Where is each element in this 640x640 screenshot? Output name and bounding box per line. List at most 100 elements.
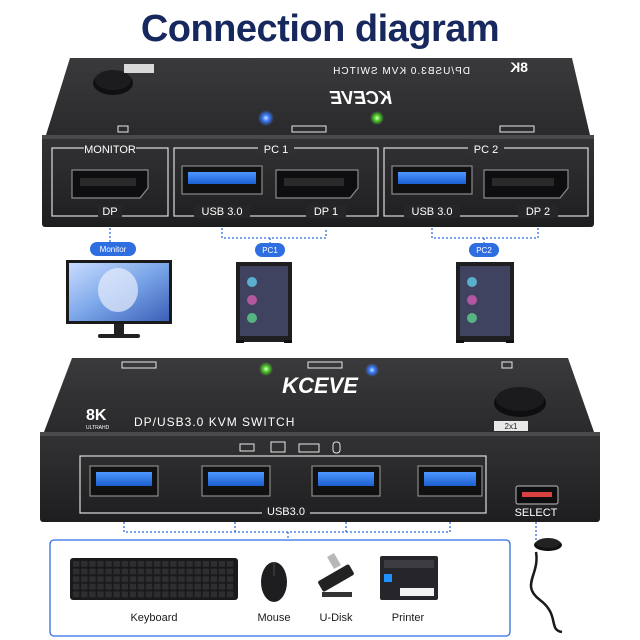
keyboard-key — [178, 591, 185, 598]
keyboard-key — [178, 576, 185, 582]
dp-port-pc1[interactable] — [275, 169, 359, 199]
device-tray — [49, 539, 511, 637]
keyboard-key — [170, 576, 177, 582]
keyboard-key — [226, 576, 234, 582]
keyboard-key — [129, 561, 137, 567]
usb-port-3[interactable] — [311, 465, 381, 497]
monitor-illustration — [66, 260, 172, 338]
led-green-indicator — [259, 362, 273, 376]
keyboard-key — [210, 576, 218, 582]
keyboard-key — [121, 576, 128, 582]
kvm-switch-rear: DP/USB3.0 KVM SWITCH 8K KCEVE MONITOR PC… — [42, 58, 594, 227]
keyboard-key — [73, 561, 80, 567]
select-port[interactable] — [515, 485, 559, 505]
keyboard-key — [162, 568, 169, 575]
badge-8k: 8K — [86, 407, 107, 424]
usb-port-1[interactable] — [89, 465, 159, 497]
keyboard-key — [81, 568, 88, 575]
switch-badge — [494, 421, 528, 431]
keyboard-key — [154, 568, 161, 575]
pc1-label: PC 1 — [264, 144, 288, 156]
keyboard-key — [113, 576, 120, 582]
keyboard-key — [145, 591, 153, 598]
led-green-indicator — [370, 111, 384, 125]
keyboard-key — [105, 568, 112, 575]
monitor-icon — [117, 125, 129, 133]
keyboard-key — [218, 561, 226, 567]
keyboard-key — [121, 591, 128, 598]
keyboard-key — [194, 568, 201, 575]
keyboard-key — [226, 561, 234, 567]
keyboard-key — [178, 561, 185, 567]
keyboard-key — [129, 583, 137, 590]
keyboard-key — [113, 583, 120, 590]
keyboard-key — [202, 583, 209, 590]
keyboard-key — [202, 561, 209, 567]
keyboard-key — [89, 576, 96, 582]
usb-port-4[interactable] — [417, 465, 483, 497]
usb-pc1-label: USB 3.0 — [202, 206, 243, 218]
keyboard-key — [145, 568, 153, 575]
keyboard-key — [194, 576, 201, 582]
keyboard-key — [89, 568, 96, 575]
keyboard-key — [202, 568, 209, 575]
keyboard-key — [202, 576, 209, 582]
usb3-label: USB3.0 — [267, 506, 305, 518]
keyboard-key — [194, 591, 201, 598]
pc1-tower-illustration — [236, 262, 292, 343]
keyboard-key — [73, 576, 80, 582]
kvm-switch-front: KCEVE 8K ULTRAHD DP/USB3.0 KVM SWITCH 2x… — [40, 358, 600, 522]
svg-text:Monitor: Monitor — [100, 245, 127, 254]
dp-port-pc2[interactable] — [483, 169, 569, 199]
connection-lines-bottom — [123, 522, 537, 540]
switch-badge-label: 2x1 — [505, 422, 518, 431]
usb-port-pc2[interactable] — [391, 165, 473, 195]
pc2-label: PC 2 — [474, 144, 498, 156]
pc2-pill: PC2 — [469, 243, 499, 257]
udisk-label: U-Disk — [320, 612, 353, 624]
keyboard-key — [81, 591, 88, 598]
keyboard-key — [97, 576, 104, 582]
model-text-mirrored: DP/USB3.0 KVM SWITCH — [332, 66, 470, 77]
keyboard-icon — [298, 443, 320, 453]
select-remote-button[interactable] — [529, 538, 563, 634]
keyboard-key — [226, 583, 234, 590]
keyboard-key — [129, 591, 137, 598]
keyboard-key — [145, 576, 153, 582]
keyboard-key — [97, 561, 104, 567]
dp-port-monitor[interactable] — [71, 169, 149, 199]
printer-label: Printer — [392, 612, 425, 624]
keyboard-key — [73, 583, 80, 590]
monitor-label: MONITOR — [84, 144, 136, 156]
keyboard-key — [97, 591, 104, 598]
keyboard-key — [162, 561, 169, 567]
keyboard-key — [218, 568, 226, 575]
svg-text:PC1: PC1 — [262, 246, 278, 255]
usb-port-2[interactable] — [201, 465, 271, 497]
dp2-label: DP 2 — [526, 206, 550, 218]
badge-8k-mirrored: 8K — [510, 59, 528, 75]
ultrahd-label: ULTRAHD — [86, 425, 110, 431]
pc2-tower-illustration — [456, 262, 514, 343]
keyboard-key — [105, 591, 112, 598]
keyboard-key — [81, 561, 88, 567]
dp-label: DP — [102, 206, 117, 218]
select-label: SELECT — [515, 507, 558, 519]
keyboard-key — [129, 576, 137, 582]
keyboard-key — [113, 561, 120, 567]
usb-port-pc1[interactable] — [181, 165, 263, 195]
keyboard-key — [186, 568, 193, 575]
keyboard-key — [121, 561, 128, 567]
keyboard-key — [186, 561, 193, 567]
keyboard-key — [89, 583, 96, 590]
keyboard-key — [137, 568, 145, 575]
keyboard-key — [154, 583, 161, 590]
keyboard-key — [210, 583, 218, 590]
keyboard-key — [145, 561, 153, 567]
keyboard-key — [178, 568, 185, 575]
model-text: DP/USB3.0 KVM SWITCH — [134, 415, 295, 429]
keyboard-key — [210, 568, 218, 575]
keyboard-key — [218, 583, 226, 590]
usb-icon — [499, 125, 535, 133]
